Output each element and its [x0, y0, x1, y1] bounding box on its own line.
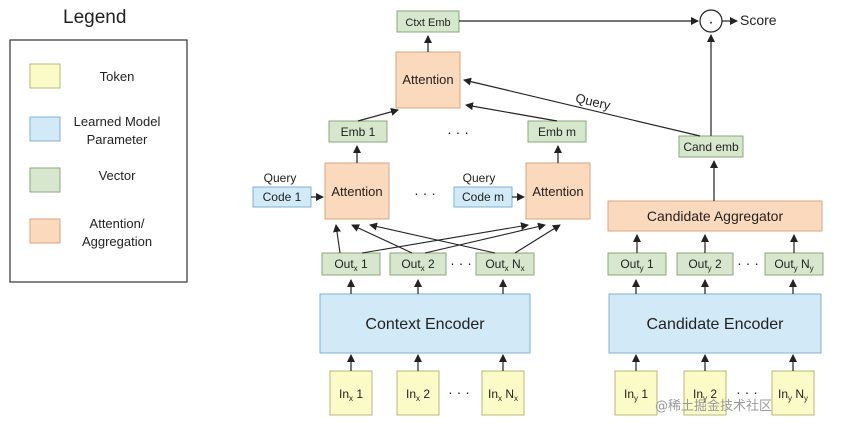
legend-vector-swatch — [29, 167, 61, 193]
query-label-m: Query — [463, 171, 496, 185]
legend-param-label-line1: Learned Model — [74, 114, 161, 129]
context-encoder-label: Context Encoder — [365, 316, 485, 333]
legend-vector-label: Vector — [99, 168, 137, 183]
cand-emb-label: Cand emb — [683, 140, 739, 154]
context-output-ellipsis: · · · — [450, 255, 472, 271]
context-output-n — [475, 252, 535, 276]
candidate-input-n — [771, 370, 815, 416]
candidate-input-2-label: Iny 2 — [693, 387, 717, 403]
watermark: @稀土掘金技术社区 — [655, 398, 772, 414]
candidate-aggregator — [607, 200, 823, 232]
legend-box — [9, 39, 188, 283]
candidate-output-2-label: Outy 2 — [688, 257, 722, 273]
legend-attn-label-line1: Attention/ — [90, 216, 145, 231]
context-output-1-label: Outx 1 — [334, 257, 368, 273]
attention-m-label: Attention — [532, 184, 583, 199]
top-query-label: Query — [574, 90, 612, 113]
attention-1-label: Attention — [331, 184, 382, 199]
legend-attn-label-line2: Aggregation — [82, 234, 152, 249]
candidate-input-2 — [683, 370, 727, 416]
top-attention — [395, 51, 461, 109]
candidate-aggregator-label: Candidate Aggregator — [647, 208, 784, 224]
candidate-output-1-label: Outy 1 — [620, 257, 654, 273]
candidate-output-n-label: Outy Ny — [774, 257, 813, 273]
legend-param-label-line2: Parameter — [87, 132, 148, 147]
top-attention-label: Attention — [402, 72, 453, 87]
code-1-label: Code 1 — [263, 190, 302, 204]
context-output-2-label: Outx 2 — [401, 257, 435, 273]
context-input-ellipsis: · · · — [448, 384, 470, 400]
ctxt-emb-label: Ctxt Emb — [405, 17, 450, 29]
legend-token-swatch — [29, 63, 61, 89]
context-input-1 — [329, 370, 373, 416]
legend-param-swatch — [29, 116, 61, 142]
candidate-input-n-label: Iny Ny — [778, 387, 808, 403]
code-m-label: Code m — [462, 190, 504, 204]
context-encoder — [319, 293, 531, 354]
context-input-n — [481, 370, 525, 416]
context-output-n-label: Outx Nx — [485, 257, 524, 273]
candidate-input-1-label: Iny 1 — [624, 387, 648, 403]
candidate-output-ellipsis: · · · — [737, 255, 759, 271]
context-output-2 — [389, 252, 447, 276]
context-output-1 — [321, 252, 381, 276]
candidate-encoder-label: Candidate Encoder — [647, 316, 785, 333]
context-input-2-label: Inx 2 — [406, 387, 430, 403]
emb-ellipsis: · · · — [447, 124, 469, 140]
context-input-2 — [396, 370, 440, 416]
candidate-encoder — [608, 293, 822, 354]
score-label: Score — [740, 12, 777, 28]
legend-token-label: Token — [100, 69, 135, 84]
attention-ellipsis: · · · — [414, 185, 436, 201]
query-label-1: Query — [264, 171, 297, 185]
dot-symbol: · — [708, 14, 713, 31]
emb-m-label: Emb m — [538, 125, 576, 139]
legend-title: Legend — [63, 7, 126, 28]
context-input-n-label: Inx Nx — [488, 387, 518, 403]
attention-m — [525, 162, 591, 220]
emb-1-label: Emb 1 — [341, 125, 376, 139]
candidate-input-1 — [614, 370, 658, 416]
legend-attn-swatch — [29, 218, 61, 244]
context-input-1-label: Inx 1 — [339, 387, 363, 403]
candidate-input-ellipsis: · · · — [736, 384, 758, 400]
